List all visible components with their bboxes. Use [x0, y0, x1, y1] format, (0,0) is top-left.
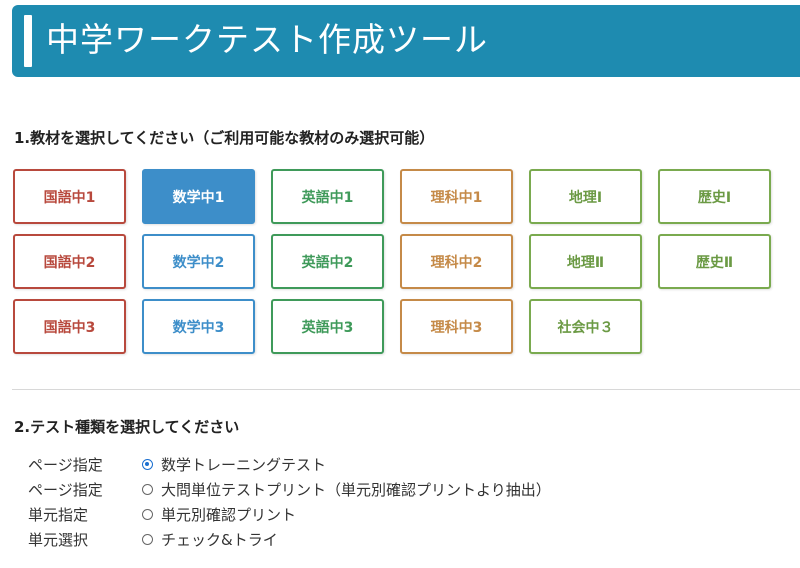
- material-button-eigo3[interactable]: 英語中3: [271, 299, 384, 354]
- material-button-rika3[interactable]: 理科中3: [400, 299, 513, 354]
- material-button-sugaku1[interactable]: 数学中1: [142, 169, 255, 224]
- material-button-kokugo1[interactable]: 国語中1: [13, 169, 126, 224]
- section2-label: 2.テスト種類を選択してください: [14, 418, 240, 436]
- test-type-option[interactable]: 単元指定 単元別確認プリント: [28, 502, 296, 526]
- material-button-eigo2[interactable]: 英語中2: [271, 234, 384, 289]
- test-type-option[interactable]: ページ指定 大問単位テストプリント（単元別確認プリントより抽出）: [28, 477, 551, 501]
- test-type-label[interactable]: 単元別確認プリント: [161, 505, 297, 524]
- material-button-shakai3[interactable]: 社会中３: [529, 299, 642, 354]
- test-type-label[interactable]: チェック&トライ: [161, 530, 278, 549]
- radio-button[interactable]: [142, 508, 153, 520]
- material-button-rekishi1[interactable]: 歴史Ⅰ: [658, 169, 771, 224]
- material-button-sugaku3[interactable]: 数学中3: [142, 299, 255, 354]
- test-type-label[interactable]: 大問単位テストプリント（単元別確認プリントより抽出）: [161, 480, 551, 499]
- material-button-chiri2[interactable]: 地理Ⅱ: [529, 234, 642, 289]
- section-divider: [12, 389, 800, 390]
- test-type-option[interactable]: ページ指定 数学トレーニングテスト: [28, 452, 326, 476]
- test-type-option[interactable]: 単元選択 チェック&トライ: [28, 527, 278, 551]
- material-button-sugaku2[interactable]: 数学中2: [142, 234, 255, 289]
- section1-label: 1.教材を選択してください（ご利用可能な教材のみ選択可能）: [14, 129, 435, 147]
- test-type-category: 単元選択: [28, 530, 89, 549]
- material-button-kokugo2[interactable]: 国語中2: [13, 234, 126, 289]
- material-button-rekishi2[interactable]: 歴史Ⅱ: [658, 234, 771, 289]
- test-type-category: 単元指定: [28, 505, 89, 524]
- test-type-label[interactable]: 数学トレーニングテスト: [161, 455, 327, 474]
- page-title: 中学ワークテスト作成ツール: [46, 20, 488, 59]
- radio-button[interactable]: [142, 533, 153, 545]
- radio-button[interactable]: [142, 483, 153, 495]
- material-button-kokugo3[interactable]: 国語中3: [13, 299, 126, 354]
- header-accent-bar: [24, 15, 32, 67]
- material-button-rika2[interactable]: 理科中2: [400, 234, 513, 289]
- test-type-category: ページ指定: [28, 455, 103, 474]
- app-header: 中学ワークテスト作成ツール: [12, 5, 800, 77]
- material-button-rika1[interactable]: 理科中1: [400, 169, 513, 224]
- material-button-eigo1[interactable]: 英語中1: [271, 169, 384, 224]
- material-button-chiri1[interactable]: 地理Ⅰ: [529, 169, 642, 224]
- radio-button-checked[interactable]: [142, 458, 153, 470]
- test-type-category: ページ指定: [28, 480, 103, 499]
